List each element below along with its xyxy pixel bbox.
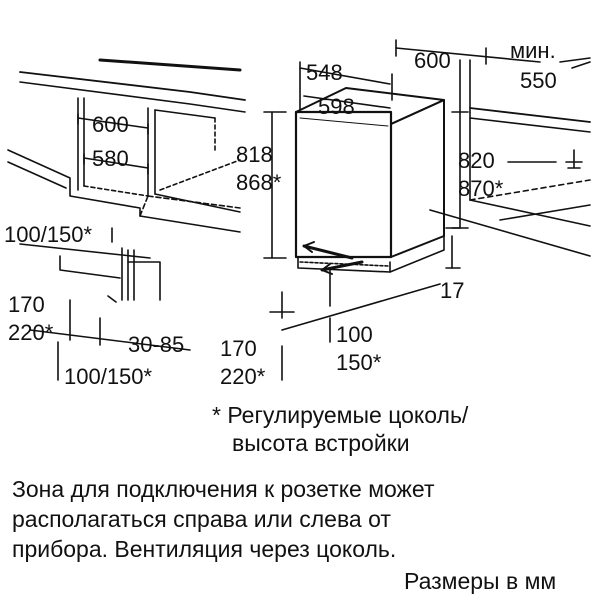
dim-plinth-depth-range: 30-85 — [128, 332, 184, 357]
dim-niche-width-right: 600 — [414, 48, 451, 73]
units-note: Размеры в мм — [404, 568, 557, 594]
dim-unit-height-b: 868* — [236, 170, 282, 195]
dim-unit-height-a: 818 — [236, 142, 273, 167]
dim-niche-inner: 580 — [92, 146, 129, 171]
description-line-1: Зона для подключения к розетке может — [12, 476, 435, 502]
dim-plinth-height-left-a: 170 — [8, 292, 45, 317]
niche-section — [7, 58, 246, 381]
appliance-body — [294, 87, 445, 275]
dim-plinth-bottom-left: 100/150* — [64, 364, 153, 389]
description-line-2: располагаться справа или слева от — [12, 506, 391, 532]
dim-plinth-height-mid-b: 220* — [220, 364, 266, 389]
dim-min-depth: 550 — [520, 68, 557, 93]
dim-min-label: мин. — [510, 38, 556, 63]
dim-plinth-height-mid-a: 170 — [220, 336, 257, 361]
footnote-line-2: высота встройки — [232, 430, 410, 456]
dim-niche-height-b: 870* — [458, 176, 504, 201]
dim-unit-width: 598 — [318, 94, 355, 119]
dim-vent-b: 150* — [336, 350, 382, 375]
dim-vent-a: 100 — [336, 322, 373, 347]
dim-niche-height-a: 820 — [458, 148, 495, 173]
description-line-3: прибора. Вентиляция через цоколь. — [12, 536, 397, 562]
dim-unit-depth: 548 — [306, 60, 343, 85]
footnote-line-1: * Регулируемые цоколь/ — [212, 402, 469, 428]
dimension-labels: 600 580 100/150* 170 220* 30-85 100/150*… — [4, 38, 557, 389]
dim-plinth-top-left: 100/150* — [4, 222, 93, 247]
dim-niche-width: 600 — [92, 112, 129, 137]
right-dimension-lines — [263, 61, 557, 381]
room-lines-right — [395, 39, 591, 257]
dim-gap: 17 — [440, 278, 464, 303]
dim-plinth-height-left-b: 220* — [8, 320, 54, 345]
